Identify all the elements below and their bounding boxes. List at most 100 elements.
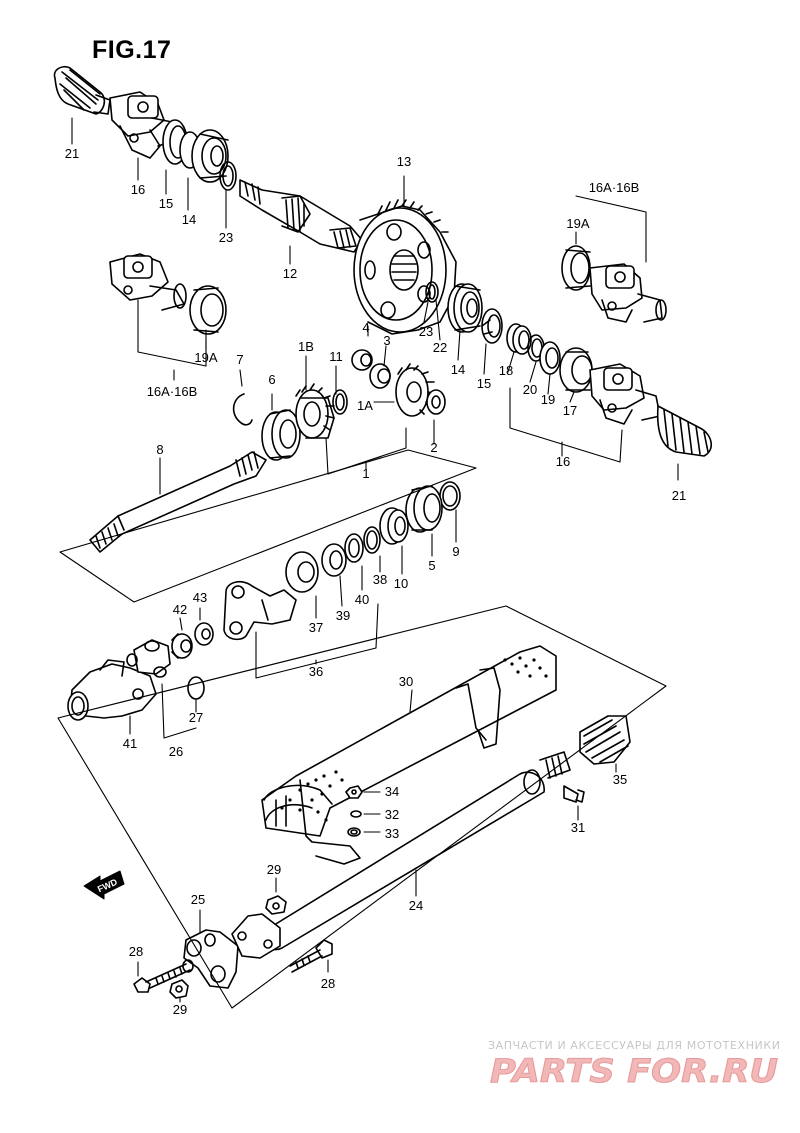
label-29-top: 29 [267, 862, 281, 877]
label-2: 2 [430, 440, 437, 455]
label-8: 8 [156, 442, 163, 457]
label-36: 36 [309, 664, 323, 679]
label-4: 4 [362, 320, 369, 335]
part-15-seal-top [162, 119, 201, 169]
part-19a-seal-right [561, 245, 591, 291]
part-37-flange [285, 551, 319, 593]
part-26-spider [126, 639, 171, 678]
label-27: 27 [189, 710, 203, 725]
part-35-boot [579, 715, 631, 765]
label-21-right: 21 [672, 488, 686, 503]
label-20: 20 [523, 382, 537, 397]
label-16-top: 16 [131, 182, 145, 197]
part-number-labels: 21 16 15 14 23 12 13 4 3 23 22 14 15 18 … [65, 146, 686, 1017]
label-15-right: 15 [477, 376, 491, 391]
label-19a-right: 19A [566, 216, 589, 231]
label-28-left: 28 [129, 944, 143, 959]
label-1a: 1A [357, 398, 373, 413]
label-14-right: 14 [451, 362, 465, 377]
figure-title: FIG.17 [92, 36, 172, 64]
label-3: 3 [383, 333, 390, 348]
label-41: 41 [123, 736, 137, 751]
part-3-nut [369, 363, 391, 389]
part-18-spacer [506, 323, 532, 355]
part-10-seal [379, 507, 409, 545]
label-7: 7 [236, 352, 243, 367]
part-7-circlip [232, 393, 253, 426]
label-16a-16b-right: 16A·16B [589, 180, 640, 195]
part-23-circlip-mid [425, 281, 439, 303]
part-41-yoke [67, 659, 157, 721]
part-32-washer [350, 810, 362, 818]
label-22: 22 [433, 340, 447, 355]
part-16-joint-top [109, 91, 177, 159]
label-39: 39 [336, 608, 350, 623]
label-21-top: 21 [65, 146, 79, 161]
part-9-oring [439, 481, 461, 511]
part-29-nut-bottom [169, 979, 189, 999]
label-19: 19 [541, 392, 555, 407]
part-15-seal-right [481, 308, 503, 344]
part-6-bearing [261, 409, 301, 461]
part-4-bearing [351, 349, 373, 371]
label-25: 25 [191, 892, 205, 907]
part-21-boot-right [656, 405, 712, 457]
label-33: 33 [385, 826, 399, 841]
part-28-bolt-right [289, 939, 333, 973]
label-42: 42 [173, 602, 187, 617]
label-17: 17 [563, 403, 577, 418]
part-30-protector [261, 645, 557, 865]
part-43-washer [194, 622, 214, 646]
label-37: 37 [309, 620, 323, 635]
part-12-output-shaft [239, 179, 363, 253]
label-38: 38 [373, 572, 387, 587]
label-13: 13 [397, 154, 411, 169]
part-2-washer [426, 389, 446, 415]
part-14-bearing-right [447, 283, 483, 333]
part-17-dust-seal [559, 347, 593, 393]
label-43: 43 [193, 590, 207, 605]
part-19a-seal-left [189, 285, 227, 335]
label-31: 31 [571, 820, 585, 835]
label-10: 10 [394, 576, 408, 591]
label-9: 9 [452, 544, 459, 559]
label-35: 35 [613, 772, 627, 787]
part-28-bolt-left [133, 963, 191, 993]
label-6: 6 [268, 372, 275, 387]
part-36-yoke [223, 580, 297, 641]
label-14-top: 14 [182, 212, 196, 227]
label-28-right: 28 [321, 976, 335, 991]
part-23-circlip-top [219, 161, 237, 191]
label-1b: 1B [298, 339, 314, 354]
label-29-bottom: 29 [173, 1002, 187, 1017]
label-11: 11 [329, 349, 343, 364]
part-29-nut-top [265, 895, 287, 915]
label-23-mid: 23 [419, 324, 433, 339]
part-39-spacer [321, 543, 347, 577]
watermark-tagline: ЗАПЧАСТИ И АКСЕССУАРЫ ДЛЯ МОТОТЕХНИКИ [488, 1039, 781, 1052]
label-32: 32 [385, 807, 399, 822]
label-24: 24 [409, 898, 423, 913]
label-34: 34 [385, 784, 399, 799]
part-40-washer [344, 533, 364, 563]
part-1b-pinion-gear [295, 383, 335, 439]
part-31-bolt [563, 785, 585, 803]
fwd-arrow-icon [83, 870, 125, 900]
part-27-clip [187, 676, 205, 700]
label-40: 40 [355, 592, 369, 607]
part-13-ring-gear [353, 199, 457, 335]
label-18: 18 [499, 363, 513, 378]
watermark-logo-text: PARTS FOR.RU [490, 1052, 778, 1089]
label-26: 26 [169, 744, 183, 759]
label-23-top: 23 [219, 230, 233, 245]
part-21-boot-top [53, 65, 111, 115]
label-12: 12 [283, 266, 297, 281]
part-42-nut [171, 633, 193, 659]
label-15-top: 15 [159, 196, 173, 211]
label-1: 1 [362, 466, 369, 481]
part-16-joint-right [589, 363, 661, 425]
label-5: 5 [428, 558, 435, 573]
part-16a-joint-right [589, 263, 667, 323]
